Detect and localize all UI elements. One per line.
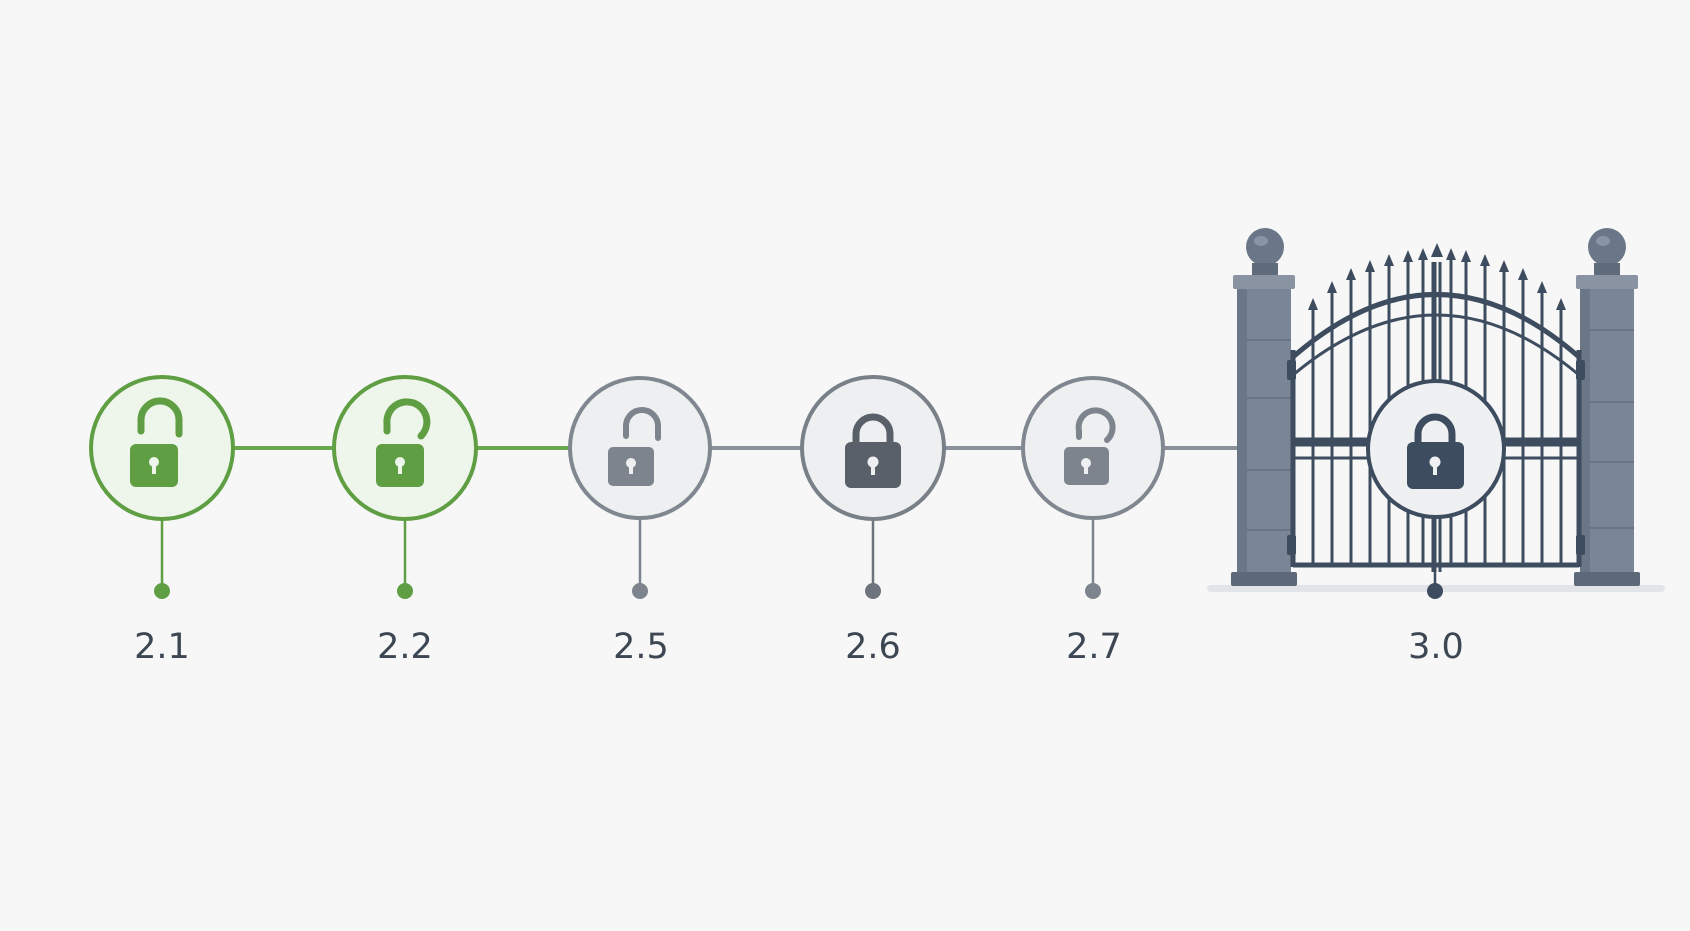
open-padlock-icon	[608, 407, 661, 486]
open-padlock-icon	[376, 398, 431, 487]
gate-pillar-left	[1231, 228, 1297, 586]
milestone-label: 2.7	[1066, 627, 1122, 667]
pillar-finial-ball	[1246, 228, 1284, 266]
milestone-dot	[632, 583, 648, 599]
closed-padlock-icon	[1407, 413, 1464, 489]
milestone-dot	[865, 583, 881, 599]
locked-gate: 3.0	[1207, 228, 1665, 667]
milestone-dot	[397, 583, 413, 599]
closed-padlock-icon	[845, 413, 901, 488]
milestone-dot	[154, 583, 170, 599]
pillar-finial-ball	[1588, 228, 1626, 266]
milestone-2-1: 2.1	[89, 375, 235, 667]
milestone-2-5: 2.5	[568, 376, 712, 667]
gate-dot	[1427, 583, 1443, 599]
milestone-label: 2.6	[845, 627, 901, 667]
milestone-2-6: 2.6	[800, 375, 946, 667]
milestone-label: 2.2	[377, 627, 433, 667]
milestone-dot	[1085, 583, 1101, 599]
milestone-label: 2.1	[134, 627, 190, 667]
gate-hinges	[1287, 360, 1585, 555]
gate-spear-tips	[1308, 243, 1566, 310]
milestone-2-7: 2.7	[1021, 376, 1165, 667]
gate-label: 3.0	[1408, 627, 1464, 667]
milestone-label: 2.5	[613, 627, 669, 667]
gate-pillar-right	[1574, 228, 1640, 586]
open-padlock-icon	[130, 397, 183, 487]
open-padlock-icon	[1064, 407, 1116, 485]
milestone-2-2: 2.2	[332, 375, 478, 667]
